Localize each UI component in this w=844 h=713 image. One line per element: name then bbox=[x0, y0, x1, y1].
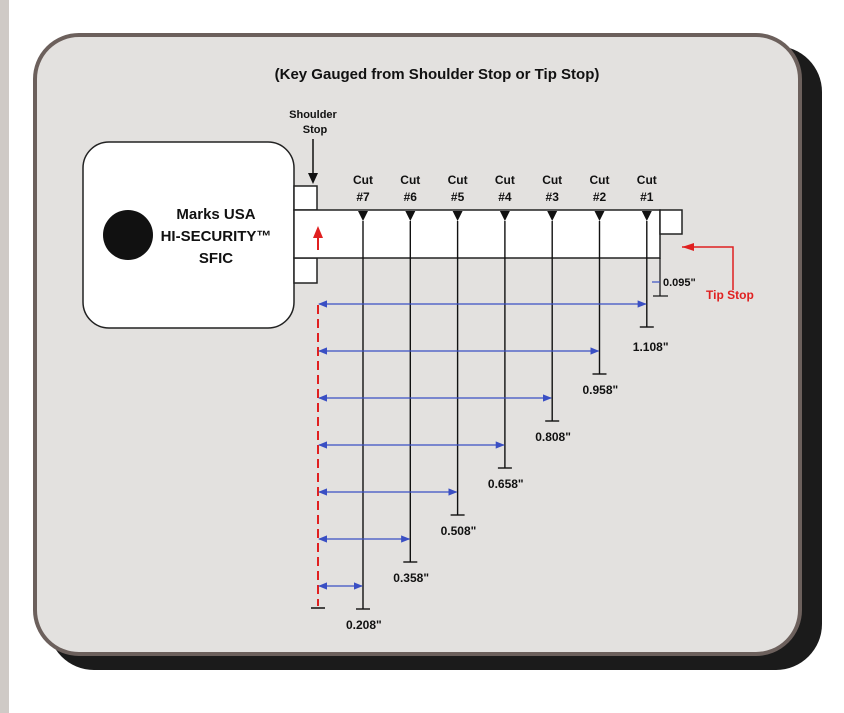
cut-notch-marker bbox=[405, 211, 416, 221]
cut-notch-marker bbox=[641, 211, 652, 221]
cut-label-word: Cut bbox=[353, 173, 373, 187]
cut-label-number: #7 bbox=[356, 190, 370, 204]
cut-label-word: Cut bbox=[495, 173, 515, 187]
tip-stop-label: Tip Stop bbox=[706, 288, 754, 302]
shoulder-tab-top bbox=[293, 185, 318, 211]
shoulder-stop-down-arrow bbox=[308, 139, 318, 184]
cut-notch-marker bbox=[594, 211, 605, 221]
cut-measurement-label: 0.808" bbox=[535, 430, 571, 444]
cut-notch-marker bbox=[547, 211, 558, 221]
cut-label-word: Cut bbox=[400, 173, 420, 187]
cut-measurement-label: 0.508" bbox=[441, 524, 477, 538]
cut-label-word: Cut bbox=[637, 173, 657, 187]
shoulder-reference-arrow bbox=[313, 226, 323, 250]
shoulder-stop-label-line1: Shoulder bbox=[289, 109, 337, 121]
key-hole bbox=[103, 210, 153, 260]
left-border-strip bbox=[0, 0, 9, 713]
cut-label-number: #2 bbox=[593, 190, 607, 204]
cut-measurement-label: 0.958" bbox=[583, 383, 619, 397]
tip-offset-label: 0.095" bbox=[663, 277, 696, 289]
cut-label-number: #3 bbox=[546, 190, 560, 204]
cut-measurement-label: 0.658" bbox=[488, 477, 524, 491]
cut-label-word: Cut bbox=[542, 173, 562, 187]
key-blade bbox=[293, 209, 661, 259]
key-label-line1: Marks USA bbox=[176, 206, 255, 223]
cut-label-number: #4 bbox=[498, 190, 512, 204]
key-label-line2: HI-SECURITY™ bbox=[161, 228, 272, 245]
cut-label-number: #1 bbox=[640, 190, 654, 204]
diagram-panel bbox=[33, 33, 802, 656]
diagram-title: (Key Gauged from Shoulder Stop or Tip St… bbox=[275, 66, 600, 83]
shoulder-tab-bottom bbox=[293, 257, 318, 284]
cuts-layer: Cut #7 0.208" Cut #6 0.358" Cut #5 0.508" Cut #4 0.… bbox=[318, 173, 669, 632]
cut-notch-marker bbox=[452, 211, 463, 221]
tip-offset-marker bbox=[652, 258, 668, 297]
cut-label-number: #5 bbox=[451, 190, 465, 204]
cut-label-number: #6 bbox=[404, 190, 418, 204]
cut-label-word: Cut bbox=[590, 173, 610, 187]
tip-stop-indicator bbox=[682, 243, 734, 290]
cut-notch-marker bbox=[499, 211, 510, 221]
cut-label-word: Cut bbox=[448, 173, 468, 187]
key-label-line3: SFIC bbox=[199, 250, 233, 267]
cut-notch-marker bbox=[358, 211, 368, 221]
key-tip bbox=[659, 209, 683, 235]
cut-measurement-label: 0.208" bbox=[346, 618, 382, 632]
shoulder-stop-label-line2: Stop bbox=[303, 124, 328, 136]
cut-measurement-label: 1.108" bbox=[633, 340, 669, 354]
cut-measurement-label: 0.358" bbox=[393, 571, 429, 585]
